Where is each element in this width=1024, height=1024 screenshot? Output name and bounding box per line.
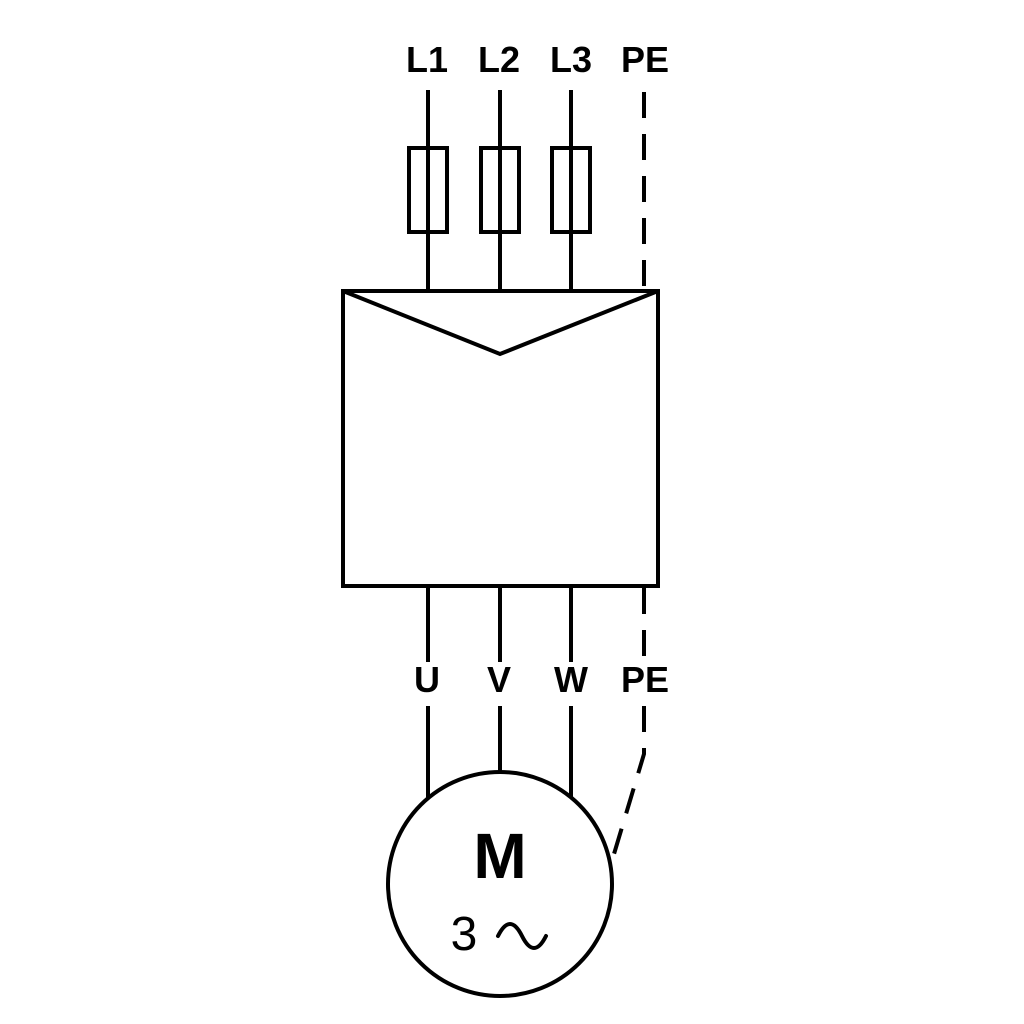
motor-circle xyxy=(386,770,614,998)
fuse-l1-icon xyxy=(407,146,449,234)
pe-wire-motor-dashed xyxy=(609,706,646,865)
terminal-label-l1: L1 xyxy=(406,39,448,80)
terminal-label-pe-top: PE xyxy=(621,39,669,80)
motor-phase-count: 3 xyxy=(451,908,478,961)
converter-top-notch xyxy=(342,289,659,357)
terminal-label-v: V xyxy=(487,659,511,700)
fuse-l3-icon xyxy=(550,146,592,234)
motor-designation: M xyxy=(473,820,526,892)
terminal-label-u: U xyxy=(414,659,440,700)
terminal-label-w: W xyxy=(554,659,588,700)
terminal-label-l2: L2 xyxy=(478,39,520,80)
converter-box xyxy=(341,289,660,588)
ac-sine-wave-icon xyxy=(496,922,548,950)
fuse-l2-icon xyxy=(479,146,521,234)
terminal-label-l3: L3 xyxy=(550,39,592,80)
terminal-label-pe-bottom: PE xyxy=(621,659,669,700)
